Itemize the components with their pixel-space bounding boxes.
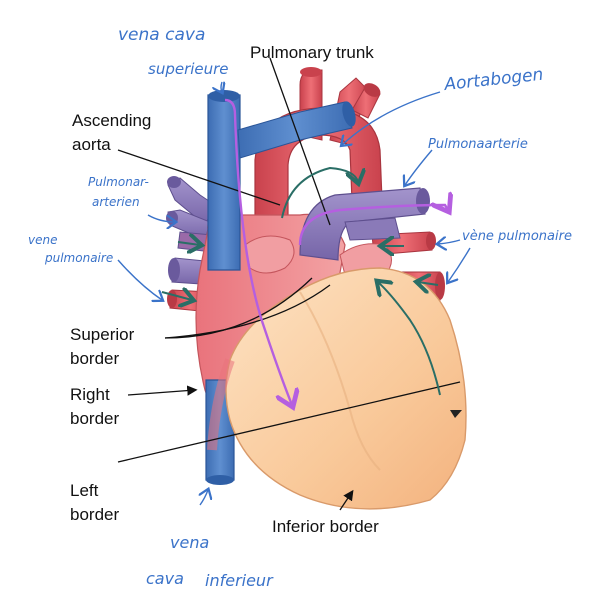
right-auricle (244, 235, 295, 274)
printed-labels: Pulmonary trunk Ascending aorta Superior… (70, 43, 379, 536)
label-left-border-2: border (70, 505, 119, 524)
label-superior-border-2: border (70, 349, 119, 368)
label-left-border-1: Left (70, 481, 99, 500)
hand-vene-pulm-right: vène pulmonaire (462, 229, 572, 244)
brachiocephalic-vein (237, 101, 353, 159)
annotation-flow-purple (224, 98, 448, 405)
label-superior-border-1: Superior (70, 325, 135, 344)
hand-vena-cava-sup-2: superieure (148, 60, 229, 78)
label-ascending-aorta-1: Ascending (72, 111, 151, 130)
right-pulmonary-arteries (166, 176, 216, 241)
label-right-border-2: border (70, 409, 119, 428)
label-inferior-border: Inferior border (272, 517, 379, 536)
label-right-border-1: Right (70, 385, 110, 404)
label-pulmonary-trunk: Pulmonary trunk (250, 43, 374, 62)
label-ascending-aorta-2: aorta (72, 135, 111, 154)
hand-vene-pulm-2: pulmonaire (44, 251, 113, 265)
hand-vene-pulm-1: vene (28, 233, 57, 247)
hand-vena-cava-inf-1: vena (170, 533, 209, 552)
annotation-pointers (117, 82, 471, 506)
annotation-flow-green (161, 166, 441, 396)
leader-lines (117, 57, 461, 511)
hand-vena-cava-inf-2: cava (146, 569, 184, 588)
hand-aortabogen: Aortabogen (442, 65, 544, 95)
ventricles (225, 267, 467, 510)
hand-pulmonar-1: Pulmonar- (88, 175, 149, 189)
hand-pulmonar-2: arterien (92, 195, 140, 209)
hand-vena-cava-inf-3: inferieur (205, 571, 274, 590)
apex-marker (450, 410, 462, 418)
hand-pulmonaarterie: Pulmonaarterie (428, 137, 528, 152)
hand-vena-cava-sup-1: vena cava (118, 25, 205, 45)
